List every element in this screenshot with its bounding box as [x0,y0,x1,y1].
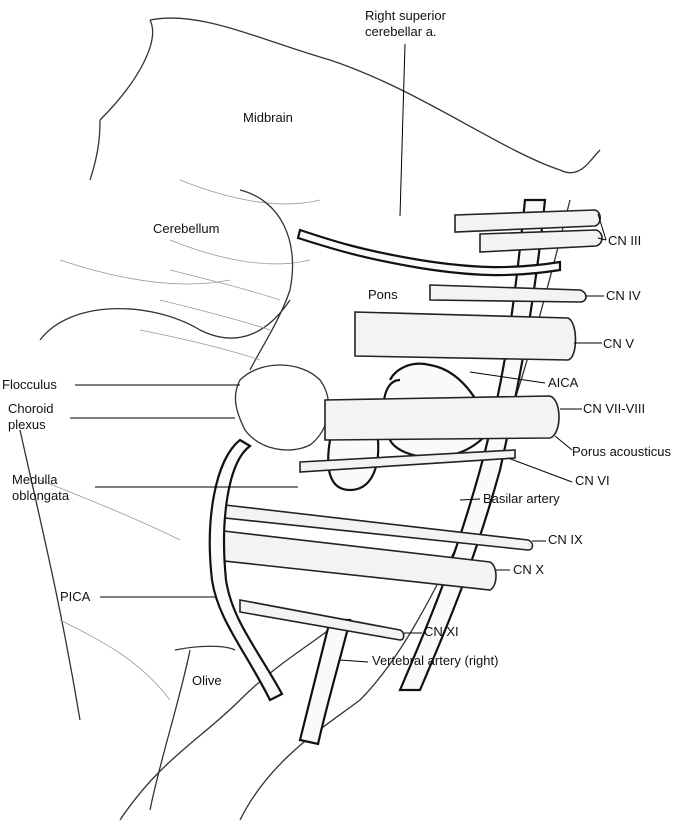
label-line: Choroid [8,401,54,416]
label-aica: AICA [548,375,579,390]
label-cn5: CN V [603,336,635,351]
label-cn3: CN III [608,233,642,248]
label-cerebellum: Cerebellum [153,221,220,236]
label-pica: PICA [60,589,91,604]
label-pons: Pons [368,287,398,302]
label-porus-acousticus: Porus acousticus [572,444,671,459]
label-cn7-8: CN VII-VIII [583,401,646,416]
label-cn10: CN X [513,562,545,577]
label-medulla-oblongata: Medulla oblongata [12,472,69,504]
label-cn11: CN XI [424,624,459,639]
label-basilar-artery: Basilar artery [483,491,560,506]
label-vertebral-artery: Vertebral artery (right) [372,653,499,668]
label-line: cerebellar a. [365,24,437,39]
label-line: plexus [8,417,46,432]
label-line: Right superior [365,8,446,23]
label-line: Medulla [12,472,58,487]
label-midbrain: Midbrain [243,110,293,125]
label-line: oblongata [12,488,70,503]
label-cn4: CN IV [606,288,641,303]
label-olive: Olive [192,673,222,688]
label-cn9: CN IX [548,532,583,547]
label-right-superior-cerebellar-artery: Right superior cerebellar a. [365,8,446,40]
label-flocculus: Flocculus [2,377,57,392]
label-cn6: CN VI [575,473,610,488]
label-choroid-plexus: Choroid plexus [8,401,54,433]
